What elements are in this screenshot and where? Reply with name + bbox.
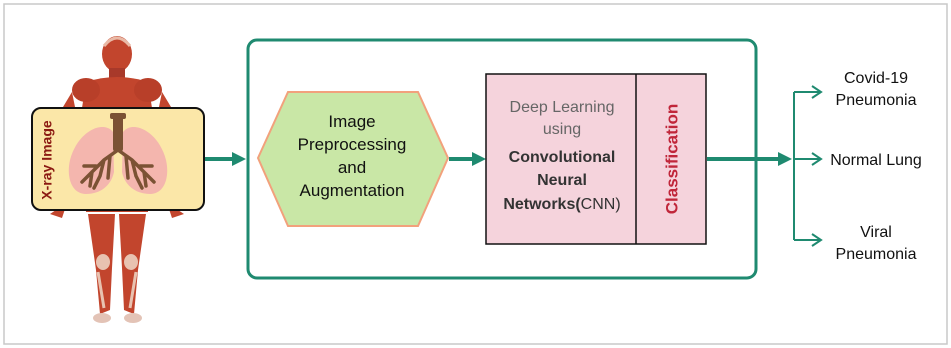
cnn-line-5: Networks(CNN) bbox=[503, 196, 620, 213]
lungs-icon bbox=[68, 113, 168, 194]
cnn-line-2: using bbox=[543, 121, 581, 138]
arrow-to-pipeline bbox=[205, 152, 246, 166]
xray-label: X-ray Image bbox=[39, 120, 55, 200]
preprocess-line-1: Image bbox=[328, 112, 375, 131]
classification-label: Classification bbox=[662, 104, 681, 215]
preprocessing-hexagon: Image Preprocessing and Augmentation bbox=[256, 91, 450, 227]
output-viral-line-2: Pneumonia bbox=[836, 246, 917, 263]
cnn-line-5-normal: CNN) bbox=[581, 196, 621, 213]
cnn-line-5-bold: Networks( bbox=[503, 196, 581, 213]
cnn-line-3: Convolutional bbox=[509, 149, 616, 166]
cnn-line-1: Deep Learning bbox=[510, 99, 615, 116]
output-covid-line-1: Covid-19 bbox=[844, 70, 908, 87]
output-normal-lung: Normal Lung bbox=[830, 152, 922, 169]
arrow-to-outputs bbox=[707, 152, 792, 166]
cnn-box: Deep Learning using Convolutional Neural… bbox=[485, 73, 707, 245]
preprocess-line-3: and bbox=[338, 158, 366, 177]
cnn-line-4: Neural bbox=[537, 172, 587, 189]
xray-image-card: X-ray Image bbox=[31, 107, 205, 211]
preprocess-line-4: Augmentation bbox=[300, 181, 405, 200]
output-branches bbox=[793, 85, 823, 247]
preprocess-line-2: Preprocessing bbox=[298, 135, 407, 154]
output-covid-line-2: Pneumonia bbox=[836, 92, 917, 109]
arrow-to-cnn bbox=[449, 152, 486, 166]
output-viral-line-1: Viral bbox=[860, 224, 892, 241]
